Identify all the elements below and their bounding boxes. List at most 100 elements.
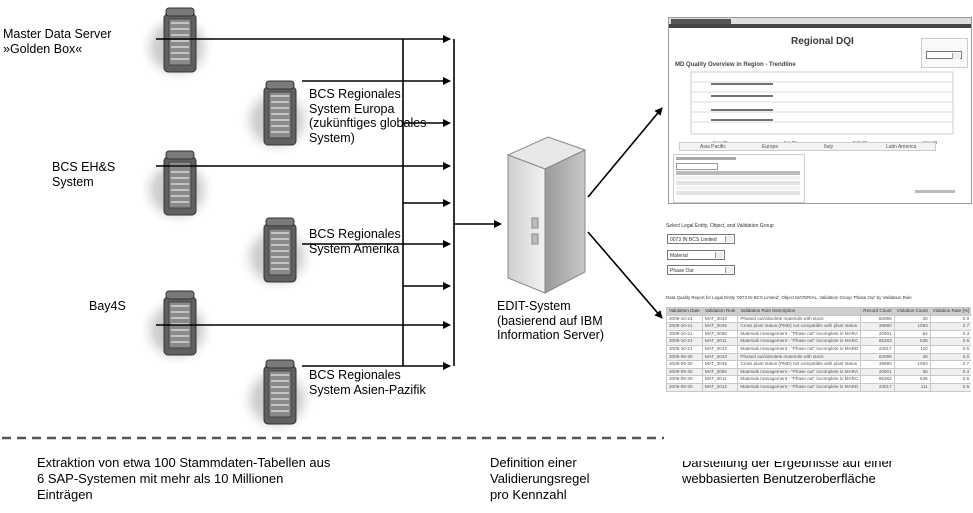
report-title: Data Quality Report for Legal Entity '00… — [666, 295, 912, 300]
caption-extraction: Extraktion von etwa 100 Stammdaten-Tabel… — [37, 455, 331, 502]
table-cell: Materials management - "Phase out" incom… — [737, 344, 862, 354]
table-cell: 2009-09-30 — [666, 382, 703, 392]
region-select[interactable] — [926, 51, 962, 59]
dqi-title: Regional DQI — [791, 36, 854, 47]
table-cell: Materials management - "Phase out" incom… — [737, 382, 862, 392]
object-select[interactable]: Material — [667, 250, 725, 260]
table-cell: 1093 — [893, 360, 931, 369]
table-cell: 2009-10-21 — [666, 329, 703, 339]
column-header[interactable]: Violation Rate [%] — [929, 307, 971, 316]
server-icon — [139, 290, 215, 366]
table-cell: 83096 — [860, 352, 895, 362]
table-cell: 1093 — [893, 322, 931, 331]
table-cell: MAT_0012 — [701, 382, 739, 392]
to-report-arrow — [587, 231, 663, 319]
table-cell: 65 — [893, 367, 931, 377]
table-cell: MAT_0045 — [701, 322, 739, 331]
table-cell: 23017 — [860, 344, 895, 354]
table-row — [676, 181, 800, 185]
server-icon — [239, 217, 315, 293]
table-cell: 0.3 — [929, 329, 971, 339]
source-label-bcs-amerika: BCS Regionales System Amerika — [309, 227, 401, 256]
table-cell: 538 — [893, 337, 931, 346]
column-header[interactable]: Validation Date — [666, 307, 703, 316]
table-cell: MAT_0043 — [701, 352, 739, 362]
server-icon — [239, 80, 315, 156]
chart-title: MD Quality Overview in Region - Trendlin… — [675, 62, 796, 68]
table-cell: MAT_0050 — [701, 367, 739, 377]
column-header[interactable]: Record Count — [860, 307, 895, 316]
table-cell: 2009-10-21 — [666, 322, 703, 331]
table-cell: MAT_0012 — [701, 344, 739, 354]
table-cell: 2009-10-21 — [666, 344, 703, 354]
table-cell: 111 — [893, 382, 931, 392]
table-cell: 85283 — [860, 375, 895, 384]
table-cell: 536 — [893, 375, 931, 384]
table-cell: 28 — [893, 352, 931, 362]
table-cell: MAT_0011 — [701, 337, 739, 346]
table-cell: 28 — [893, 314, 931, 324]
table-cell: MAT_0050 — [701, 329, 739, 339]
table-row — [676, 176, 800, 180]
table-cell: Materials management - "Phase out" incom… — [737, 337, 862, 346]
table-cell: MAT_0011 — [701, 375, 739, 384]
table-cell: Materials management - "Phase out" incom… — [737, 329, 862, 339]
table-cell: 2009-09-30 — [666, 360, 703, 369]
table-cell: 2.7 — [929, 322, 971, 331]
source-label-bcs-asien: BCS Regionales System Asien-Pazifik — [309, 368, 426, 397]
table-cell: 2009-09-30 — [666, 367, 703, 377]
table-cell: Phased out/obsolete materials with stock — [737, 352, 862, 362]
source-label-master: Master Data Server »Golden Box« — [3, 27, 112, 56]
table-cell: MAT_0043 — [701, 314, 739, 324]
regional-dqi-screenshot: Regional DQI MD Quality Overview in Regi… — [668, 17, 972, 204]
table-row — [676, 186, 800, 190]
trendline-chart: Nov-08Jan-09Feb-09Mar-09 — [690, 71, 954, 145]
edit-system-server-icon — [506, 136, 587, 294]
table-cell: 2009-09-30 — [666, 352, 703, 362]
table-cell: Materials management - "Phase out" incom… — [737, 375, 862, 384]
table-cell: Cross plant status (PMD) not compatible … — [737, 322, 862, 331]
column-header[interactable]: Validation Rule — [701, 307, 739, 316]
table-cell: 0.3 — [929, 367, 971, 377]
table-cell: 20001 — [860, 329, 895, 339]
table-cell: 0.0 — [929, 352, 971, 362]
source-label-bay4s: Bay4S — [89, 299, 126, 313]
table-cell: 83096 — [860, 314, 895, 324]
legend-entry: Latin America — [886, 143, 917, 150]
table-cell: 2.7 — [929, 360, 971, 369]
server-icon — [239, 359, 315, 435]
table-cell: 110 — [893, 344, 931, 354]
table-cell: 2009-10-21 — [666, 314, 703, 324]
table-cell: 0.5 — [929, 344, 971, 354]
caption-validation: Definition einer Validierungsregel pro K… — [490, 455, 590, 502]
table-cell: 20001 — [860, 367, 895, 377]
table-row — [676, 171, 800, 175]
table-cell: 0.6 — [929, 375, 971, 384]
edit-system-label: EDIT-System (basierend auf IBM Informati… — [497, 299, 604, 342]
select-heading: Select Legal Entity, Object, and Validat… — [666, 223, 774, 229]
table-cell: 0.0 — [929, 314, 971, 324]
table-cell: 0.6 — [929, 337, 971, 346]
table-cell: 2009-09-30 — [666, 375, 703, 384]
column-header[interactable]: Validation Rule Description — [737, 307, 862, 316]
table-cell: Cross plant status (PMD) not compatible … — [737, 360, 862, 369]
source-label-bcs-europa: BCS Regionales System Europa (zukünftige… — [309, 87, 427, 145]
legend-entry: Italy — [824, 143, 834, 150]
column-header[interactable]: Violation Count — [893, 307, 931, 316]
table-cell: Materials management - "Phase out" incom… — [737, 367, 862, 377]
validation-group-select[interactable]: Phase Out — [667, 265, 735, 275]
legal-entity-select[interactable]: 0073 IN BCS Limited — [667, 234, 735, 244]
table-cell: Phased out/obsolete materials with stock — [737, 314, 862, 324]
table-cell: 85283 — [860, 337, 895, 346]
table-cell: 39890 — [860, 360, 895, 369]
